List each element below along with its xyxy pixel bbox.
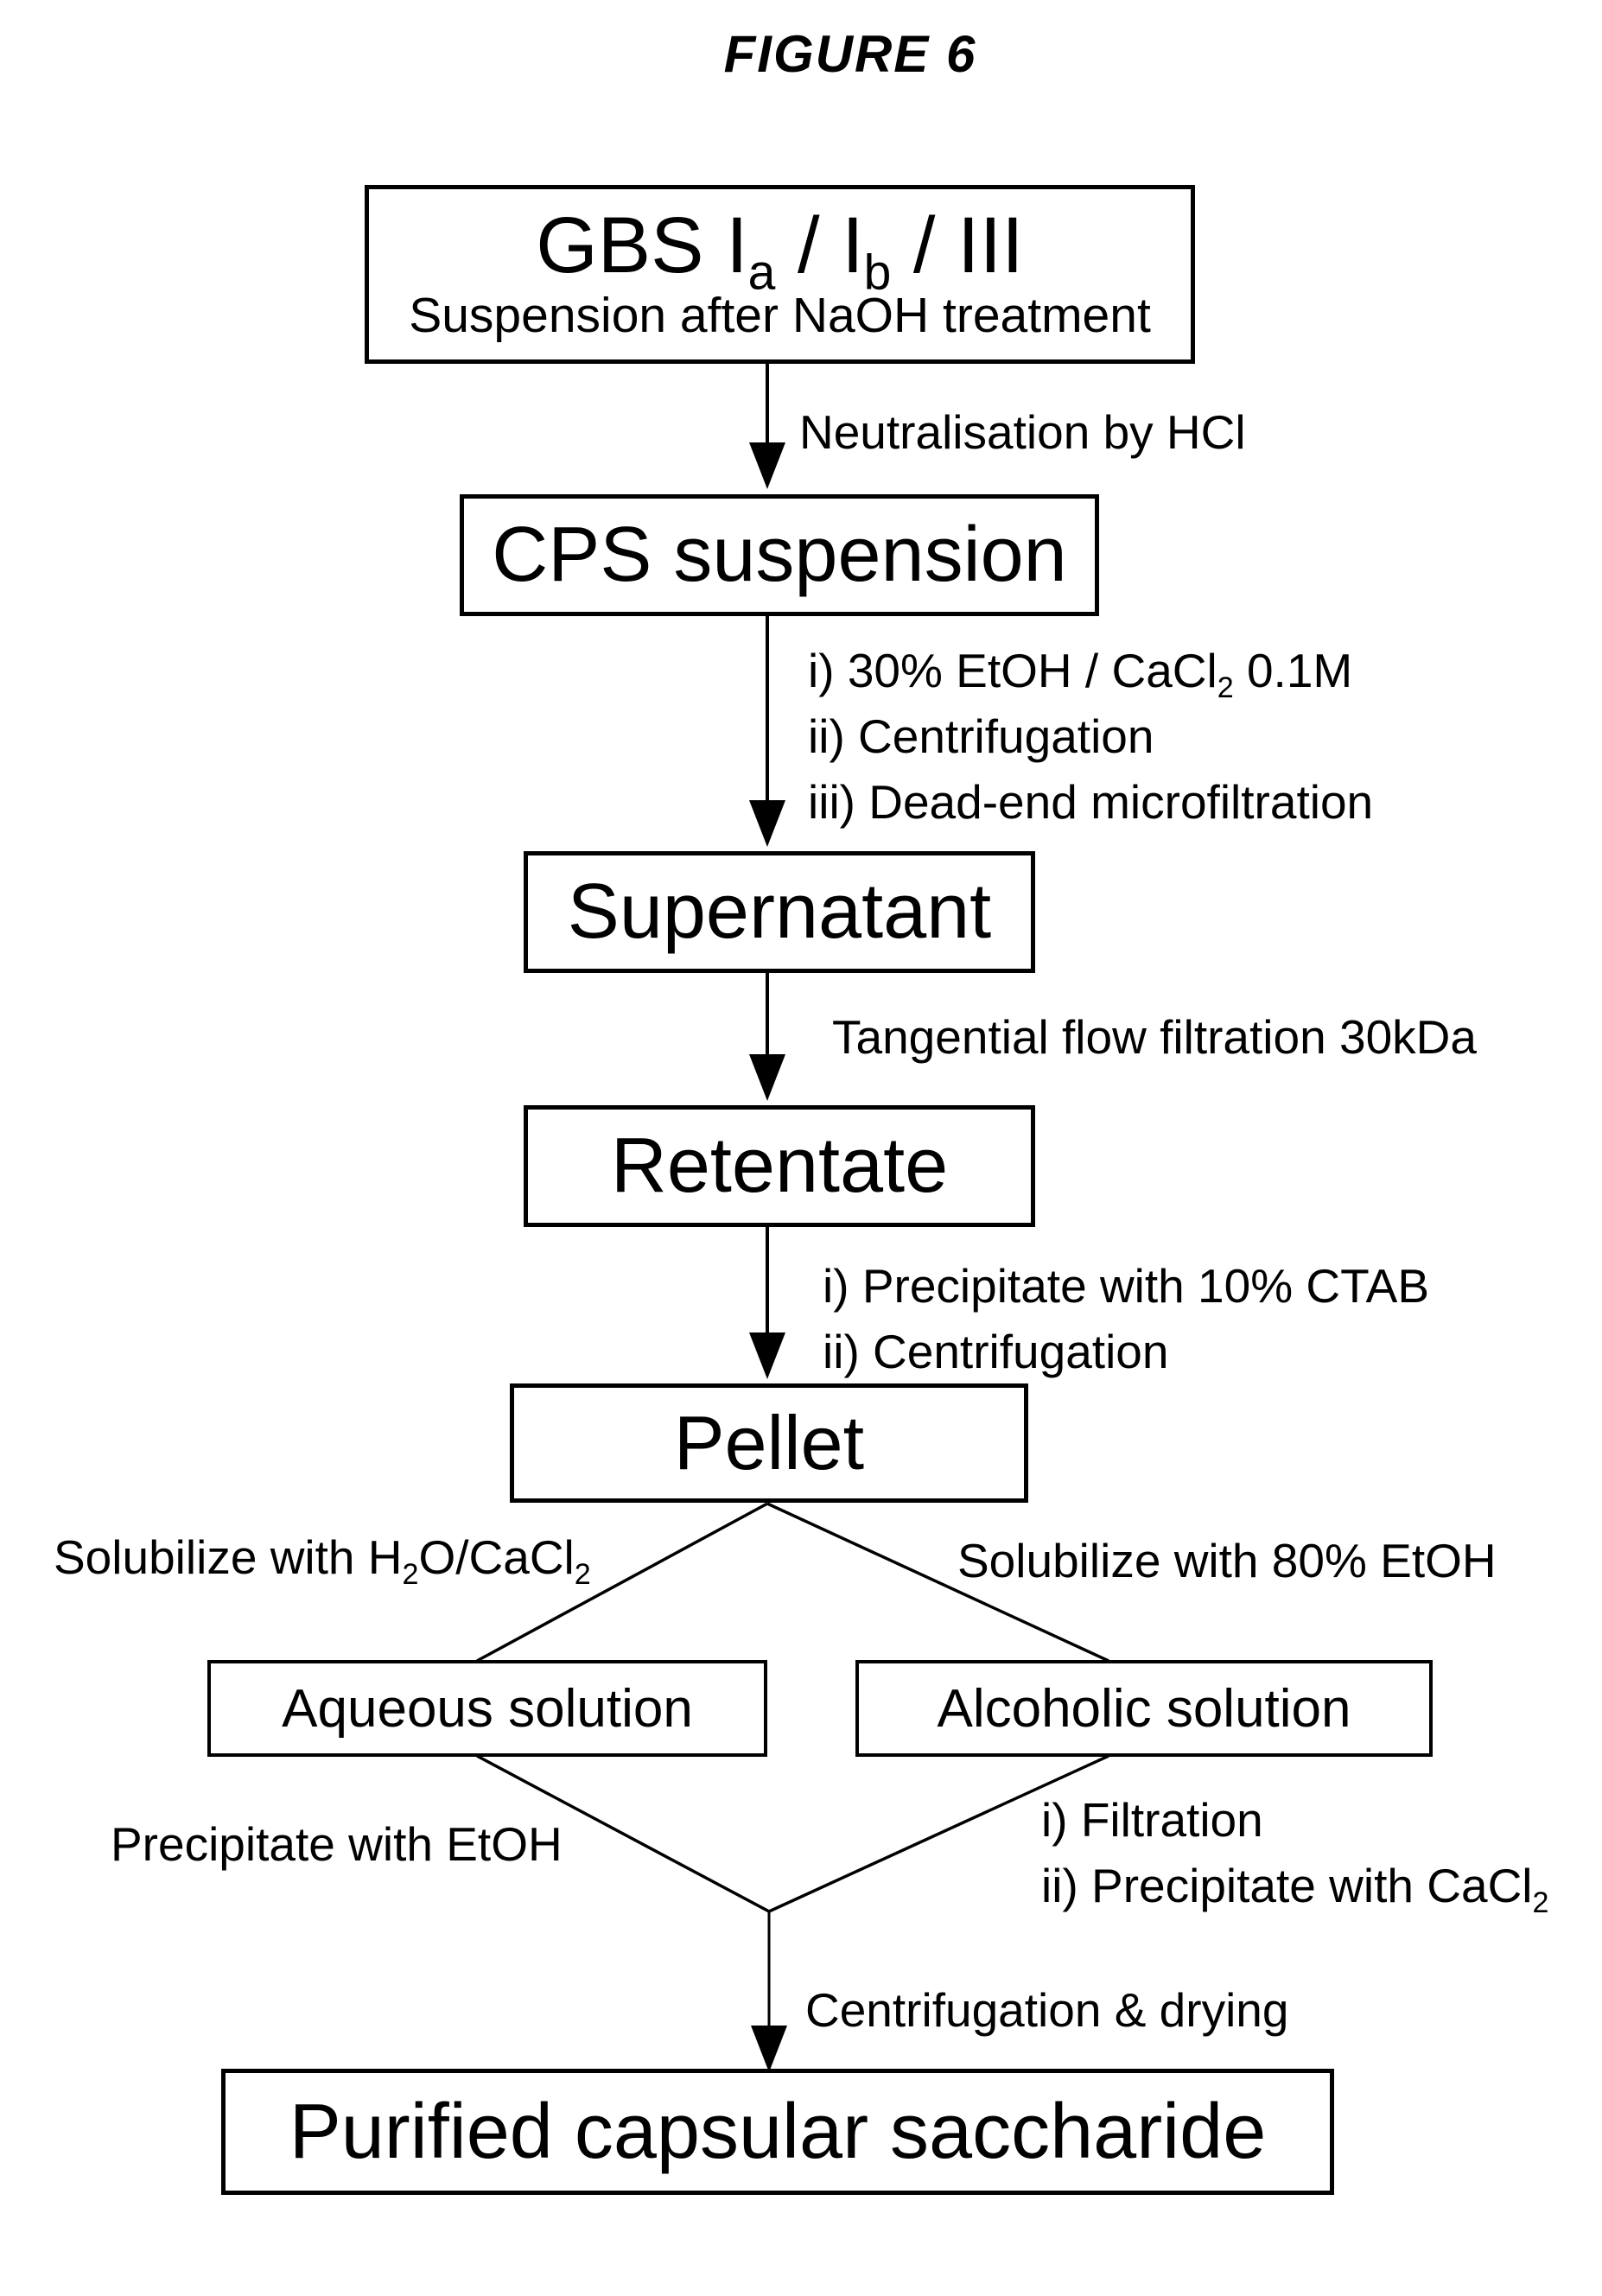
- arrowhead-cps-to-supernatant: [749, 800, 785, 847]
- connector-pellet-to-aqueous: [476, 1502, 768, 1663]
- edge-label-retentate-step-1: i) Precipitate with 10% CTAB: [823, 1259, 1430, 1313]
- node-gbs: GBS Ia / Ib / III Suspension after NaOH …: [365, 185, 1195, 364]
- arrowhead-merge-to-purified: [751, 2026, 787, 2072]
- figure-title: FIGURE 6: [723, 25, 977, 83]
- edge-label-alcoholic-step-2: ii) Precipitate with CaCl2: [1041, 1859, 1549, 1919]
- edge-label-tangential-flow-filtration: Tangential flow filtration 30kDa: [832, 1010, 1477, 1064]
- connector-aqueous-to-merge: [476, 1754, 770, 1913]
- edge-label-cps-step-1: i) 30% EtOH / CaCl2 0.1M: [808, 644, 1353, 704]
- edge-label-cps-step-3: iii) Dead-end microfiltration: [808, 775, 1374, 829]
- arrowhead-retentate-to-pellet: [749, 1332, 785, 1379]
- node-supernatant: Supernatant: [524, 851, 1035, 973]
- edge-label-solubilize-water: Solubilize with H2O/CaCl2: [54, 1530, 591, 1591]
- node-cps-suspension: CPS suspension: [460, 494, 1099, 616]
- edge-label-retentate-steps: i) Precipitate with 10% CTAB ii) Centrif…: [823, 1253, 1429, 1384]
- connector-pellet-to-alcoholic: [766, 1502, 1109, 1663]
- node-purified-capsular-saccharide: Purified capsular saccharide: [221, 2069, 1334, 2195]
- edge-label-neutralisation: Neutralisation by HCl: [799, 405, 1246, 459]
- edge-label-precipitate-etoh: Precipitate with EtOH: [111, 1817, 563, 1871]
- node-alcoholic-solution: Alcoholic solution: [855, 1660, 1433, 1757]
- node-retentate: Retentate: [524, 1105, 1035, 1227]
- connector-alcoholic-to-merge: [768, 1754, 1109, 1913]
- arrowhead-gbs-to-cps: [749, 442, 785, 489]
- edge-label-alcoholic-steps: i) Filtration ii) Precipitate with CaCl2: [1041, 1787, 1548, 1918]
- edge-label-solubilize-etoh: Solubilize with 80% EtOH: [957, 1534, 1497, 1587]
- node-gbs-title: GBS Ia / Ib / III: [536, 201, 1024, 301]
- edge-label-alcoholic-step-1: i) Filtration: [1041, 1793, 1263, 1847]
- arrowhead-supernatant-to-retentate: [749, 1054, 785, 1101]
- edge-label-cps-steps: i) 30% EtOH / CaCl2 0.1M ii) Centrifugat…: [808, 638, 1373, 835]
- edge-label-cps-step-2: ii) Centrifugation: [808, 709, 1154, 763]
- edge-label-retentate-step-2: ii) Centrifugation: [823, 1325, 1169, 1378]
- edge-label-centrifugation-drying: Centrifugation & drying: [805, 1983, 1289, 2037]
- node-gbs-subtitle: Suspension after NaOH treatment: [409, 288, 1151, 344]
- node-pellet: Pellet: [510, 1383, 1028, 1503]
- node-aqueous-solution: Aqueous solution: [207, 1660, 767, 1757]
